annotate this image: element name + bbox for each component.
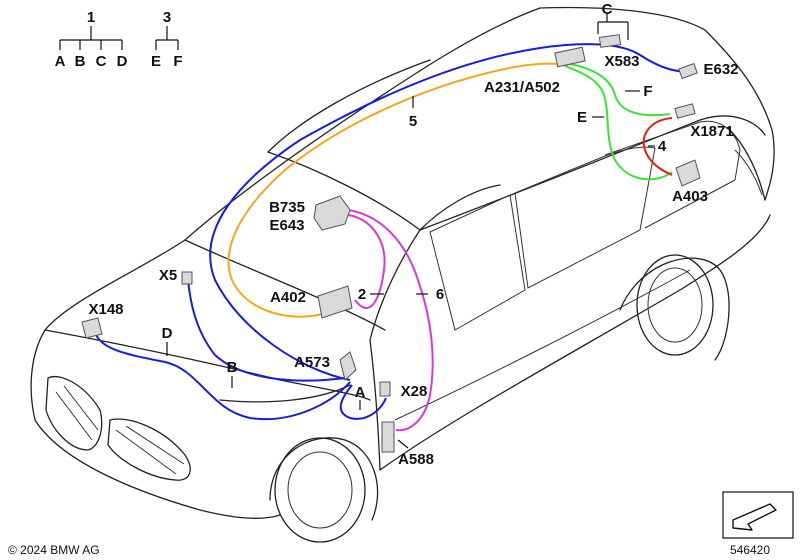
- reference-number: 546420: [730, 543, 770, 557]
- module-a402: [317, 285, 353, 319]
- label-a403: A403: [672, 188, 708, 205]
- label-b: B: [227, 359, 238, 376]
- legend-group-3: 3 E F: [151, 9, 183, 70]
- components: [81, 34, 701, 453]
- legend-group-1: 1 A B C D: [55, 9, 128, 70]
- legend-3-item-f: F: [173, 53, 182, 70]
- label-x583: X583: [604, 53, 639, 70]
- module-a231-a502: [554, 46, 586, 68]
- label-a588: A588: [398, 451, 434, 468]
- legend-3-title: 3: [163, 9, 171, 26]
- module-x5: [181, 271, 193, 285]
- wire-green-e: [564, 65, 673, 181]
- module-x583: [598, 34, 622, 48]
- label-x148: X148: [88, 301, 123, 318]
- wire-blue-roof: [209, 43, 691, 381]
- label-e632: E632: [703, 61, 738, 78]
- module-a573: [339, 351, 357, 381]
- wire-blue-b: [187, 279, 346, 382]
- callouts: C X583 E632 A231/A502 F E X1871 4 A403 5…: [88, 1, 738, 468]
- module-x148: [81, 317, 103, 339]
- module-a588: [381, 421, 395, 453]
- module-x1871: [674, 103, 696, 119]
- module-b735-e643: [313, 195, 351, 231]
- label-x28: X28: [401, 383, 428, 400]
- wire-blue-d: [94, 331, 351, 421]
- label-f: F: [643, 83, 652, 100]
- car-outline: [30, 6, 775, 543]
- wire-magenta-2: [347, 214, 386, 309]
- label-a402: A402: [270, 289, 306, 306]
- legend-1-item-d: D: [117, 53, 128, 70]
- label-c: C: [602, 1, 613, 18]
- wire-magenta-6: [347, 209, 434, 432]
- legend-1-title: 1: [87, 9, 95, 26]
- label-e: E: [577, 109, 587, 126]
- wire-orange-5: [227, 62, 569, 318]
- label-2: 2: [358, 286, 366, 303]
- label-e643: E643: [269, 217, 304, 234]
- label-a231-a502: A231/A502: [484, 79, 560, 96]
- module-e632: [678, 62, 698, 80]
- harness-wires: [94, 43, 691, 432]
- label-6: 6: [436, 286, 444, 303]
- wire-red-4: [642, 117, 673, 176]
- wire-green-f: [569, 63, 671, 117]
- legend-3-item-e: E: [151, 53, 161, 70]
- label-a573: A573: [294, 354, 330, 371]
- label-d: D: [162, 325, 173, 342]
- label-x1871: X1871: [690, 123, 733, 140]
- orientation-arrow-icon: [722, 491, 794, 539]
- copyright: © 2024 BMW AG: [8, 543, 100, 557]
- wire-blue-a: [339, 384, 387, 420]
- label-a: A: [355, 384, 366, 401]
- legend-1-item-a: A: [55, 53, 66, 70]
- label-5: 5: [409, 113, 417, 130]
- legend-1-item-c: C: [96, 53, 107, 70]
- module-a403: [675, 159, 701, 187]
- label-4: 4: [658, 138, 667, 155]
- label-b735: B735: [269, 199, 305, 216]
- legend-1-item-b: B: [75, 53, 86, 70]
- label-x5: X5: [159, 267, 177, 284]
- module-x28: [379, 381, 391, 397]
